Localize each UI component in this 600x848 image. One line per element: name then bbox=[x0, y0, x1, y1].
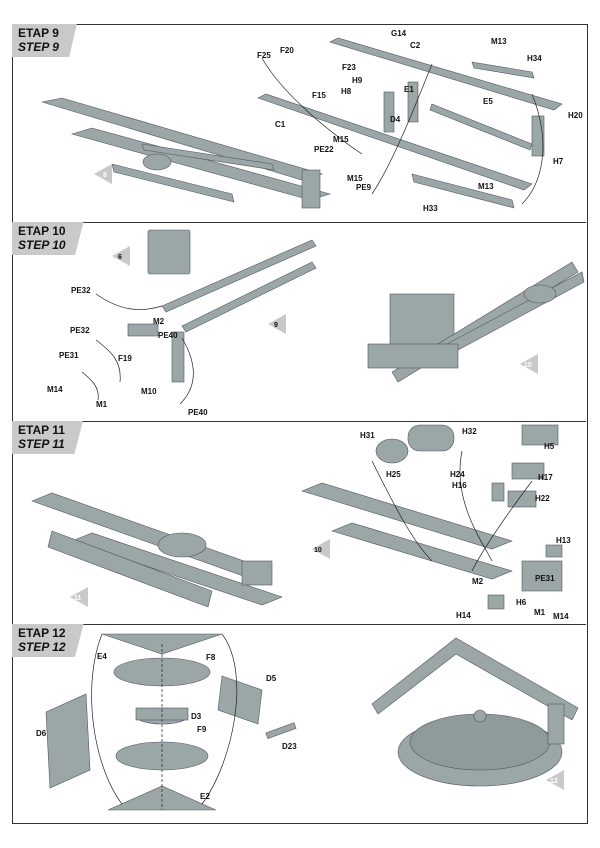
callout-label: M13 bbox=[491, 37, 507, 46]
callout-label: H14 bbox=[456, 611, 471, 620]
step-10-header: ETAP 10 STEP 10 bbox=[12, 222, 84, 255]
step-10-panel: ETAP 10 STEP 10 6 9 bbox=[12, 222, 586, 422]
callout-label: H31 bbox=[360, 431, 375, 440]
callout-label: F15 bbox=[312, 91, 326, 100]
step-11-illustration: 11 10 H31 H32 H5 H25 H24 H16 H17 H22 H13… bbox=[31, 424, 571, 621]
step-title-pl: ETAP 10 bbox=[18, 224, 66, 238]
callout-label: H32 bbox=[462, 427, 477, 436]
callout-label: F20 bbox=[280, 46, 294, 55]
callout-label: PE22 bbox=[314, 145, 334, 154]
callout-label: D4 bbox=[390, 115, 401, 124]
callout-label: H20 bbox=[568, 111, 583, 120]
callout-label: F19 bbox=[118, 354, 132, 363]
marker-text: 12 bbox=[550, 778, 558, 785]
callout-label: PE40 bbox=[188, 408, 208, 417]
step-title-pl: ETAP 9 bbox=[18, 26, 59, 40]
callout-label: E1 bbox=[404, 85, 414, 94]
step-marker: 10 bbox=[520, 354, 538, 374]
callout-label: H33 bbox=[423, 204, 438, 213]
step-marker: 12 bbox=[546, 770, 564, 790]
callout-label: PE32 bbox=[71, 286, 91, 295]
callout-label: E2 bbox=[200, 792, 210, 801]
callout-label: C2 bbox=[410, 41, 421, 50]
step-title-en: STEP 12 bbox=[18, 640, 66, 654]
step-marker: 10 bbox=[312, 539, 330, 559]
callout-label: PE9 bbox=[356, 183, 372, 192]
callout-label: M1 bbox=[534, 608, 546, 617]
step-12-panel: ETAP 12 STEP 12 12 bbox=[12, 624, 586, 822]
callout-labels: E4 F8 D5 D3 D6 F9 D23 E2 bbox=[36, 652, 297, 801]
callout-labels: G14 C2 M13 H34 F25 F20 F23 H9 H8 E1 F15 … bbox=[257, 29, 583, 213]
callout-label: M13 bbox=[478, 182, 494, 191]
callout-label: H5 bbox=[544, 442, 555, 451]
step-title-en: STEP 10 bbox=[18, 238, 66, 252]
callout-label: H9 bbox=[352, 76, 363, 85]
marker-text: 11 bbox=[74, 595, 82, 602]
callout-label: C1 bbox=[275, 120, 286, 129]
step-title-pl: ETAP 11 bbox=[18, 423, 65, 437]
callout-label: M15 bbox=[333, 135, 349, 144]
step-marker: 8 bbox=[94, 164, 112, 184]
callout-label: H6 bbox=[516, 598, 527, 607]
callout-labels: PE32 M2 PE32 PE40 F19 PE31 M10 M14 M1 PE… bbox=[47, 286, 208, 417]
step-11-panel: ETAP 11 STEP 11 bbox=[12, 421, 586, 625]
callout-label: G14 bbox=[391, 29, 407, 38]
callout-labels: H31 H32 H5 H25 H24 H16 H17 H22 H13 M2 PE… bbox=[360, 427, 571, 621]
callout-label: H25 bbox=[386, 470, 401, 479]
callout-label: H22 bbox=[535, 494, 550, 503]
callout-label: H7 bbox=[553, 157, 564, 166]
callout-label: M1 bbox=[96, 400, 108, 409]
callout-label: PE31 bbox=[535, 574, 555, 583]
callout-label: H17 bbox=[538, 473, 553, 482]
callout-label: F25 bbox=[257, 51, 271, 60]
marker-text: 10 bbox=[314, 547, 322, 554]
step-9-header: ETAP 9 STEP 9 bbox=[12, 24, 77, 57]
step-10-illustration: 6 9 10 PE32 M2 PE32 PE40 F19 PE31 M10 M1… bbox=[47, 229, 585, 417]
callout-label: M14 bbox=[553, 612, 569, 621]
step-marker: 11 bbox=[70, 587, 88, 607]
callout-label: PE31 bbox=[59, 351, 79, 360]
callout-label: E5 bbox=[483, 97, 493, 106]
callout-label: H13 bbox=[556, 536, 571, 545]
callout-label: H16 bbox=[452, 481, 467, 490]
step-title-en: STEP 11 bbox=[18, 437, 65, 451]
callout-label: D3 bbox=[191, 712, 202, 721]
step-marker: 6 bbox=[112, 246, 130, 266]
callout-label: E4 bbox=[97, 652, 107, 661]
marker-text: 9 bbox=[274, 322, 278, 329]
callout-label: PE40 bbox=[158, 331, 178, 340]
callout-label: M10 bbox=[141, 387, 157, 396]
callout-label: PE32 bbox=[70, 326, 90, 335]
callout-label: F9 bbox=[197, 725, 207, 734]
callout-label: M2 bbox=[472, 577, 484, 586]
step-marker: 9 bbox=[268, 314, 286, 334]
step-title-en: STEP 9 bbox=[18, 40, 59, 54]
callout-label: D6 bbox=[36, 729, 47, 738]
instruction-sheet bbox=[12, 24, 588, 824]
marker-text: 6 bbox=[118, 254, 122, 261]
step-9-illustration: 8 G14 C2 M13 H34 F25 F20 F23 H9 H8 E1 F1… bbox=[41, 29, 583, 213]
step-title-pl: ETAP 12 bbox=[18, 626, 66, 640]
callout-label: M14 bbox=[47, 385, 63, 394]
step-11-header: ETAP 11 STEP 11 bbox=[12, 421, 83, 454]
callout-label: M15 bbox=[347, 174, 363, 183]
callout-label: M2 bbox=[153, 317, 165, 326]
callout-label: D5 bbox=[266, 674, 277, 683]
marker-text: 8 bbox=[103, 172, 107, 179]
callout-label: F23 bbox=[342, 63, 356, 72]
marker-text: 10 bbox=[524, 362, 532, 369]
step-12-illustration: 12 E4 F8 D5 D3 D6 F9 D23 E2 bbox=[36, 633, 579, 811]
callout-label: F8 bbox=[206, 653, 216, 662]
callout-label: D23 bbox=[282, 742, 297, 751]
step-9-panel: ETAP 9 STEP 9 8 bbox=[12, 24, 586, 223]
callout-label: H34 bbox=[527, 54, 542, 63]
step-12-header: ETAP 12 STEP 12 bbox=[12, 624, 84, 657]
callout-label: H24 bbox=[450, 470, 465, 479]
callout-label: H8 bbox=[341, 87, 352, 96]
